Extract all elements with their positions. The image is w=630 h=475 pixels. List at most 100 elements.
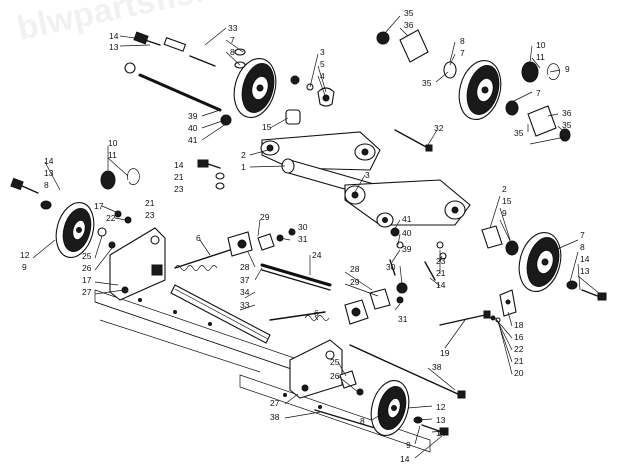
callout-15: 15	[262, 122, 272, 132]
top-right-bearing-10	[521, 61, 560, 83]
callout-39-right: 39	[402, 244, 412, 254]
spring-pack-lower-28-31	[369, 288, 404, 310]
callout-21-left: 21	[145, 198, 155, 208]
callout-8-right: 8	[460, 36, 465, 46]
callout-27-lower: 27	[270, 398, 280, 408]
callout-8-left: 8	[44, 180, 49, 190]
callout-14-right: 14	[436, 280, 446, 290]
upper-arm-2-right	[344, 179, 471, 228]
callout-13-lower: 13	[436, 415, 446, 425]
callout-29-lower: 29	[350, 277, 360, 287]
shaft-end-nut	[220, 114, 232, 126]
callout-14-bottom: 14	[400, 454, 410, 464]
spring-shaft-6-upper	[174, 231, 253, 271]
left-rail-bracket	[109, 227, 166, 301]
top-right-spacers	[505, 100, 571, 142]
callout-17-left-lower: 17	[82, 275, 92, 285]
leader-lines	[32, 15, 601, 459]
callout-11-right: 11	[536, 52, 545, 62]
callout-26-lower: 26	[330, 371, 340, 381]
long-shaft-39	[138, 73, 222, 112]
rail-holes	[138, 298, 322, 409]
callout-33-middle: 33	[240, 300, 250, 310]
callout-1: 1	[241, 162, 246, 172]
callout-36-right: 36	[562, 108, 572, 118]
callout-21-right: 21	[436, 268, 446, 278]
callout-35-top: 35	[404, 8, 414, 18]
callout-13: 13	[109, 42, 119, 52]
right-bracket-18	[499, 289, 517, 317]
callout-7-right-lower: 7	[536, 88, 541, 98]
rod-24-37	[260, 263, 332, 291]
left-bolt-14	[10, 177, 52, 210]
callout-35-mid: 35	[422, 78, 432, 88]
callout-12-lower: 12	[436, 402, 446, 412]
bushing-15	[285, 109, 301, 125]
callout-25-lower: 25	[330, 357, 340, 367]
callout-23-center: 23	[174, 184, 184, 194]
lower-rail-bracket	[289, 339, 343, 399]
right-bolt-14	[566, 280, 607, 301]
callout-13-right-wheel: 13	[580, 266, 590, 276]
callout-36-top: 36	[404, 20, 414, 30]
callout-33: 33	[228, 23, 238, 33]
callout-29-upper: 29	[260, 212, 270, 222]
top-right-idler-wheel	[458, 60, 502, 120]
callout-2-right: 2	[502, 184, 507, 194]
short-shaft	[189, 55, 216, 67]
lower-spacer-25-26	[339, 370, 364, 396]
callout-5: 5	[320, 59, 325, 69]
callout-9-right-mid: 9	[502, 208, 507, 218]
callout-21-right-lower: 21	[514, 356, 524, 366]
callout-38-lower: 38	[270, 412, 280, 422]
callout-30-upper: 30	[298, 222, 308, 232]
callout-40-right: 40	[402, 228, 412, 238]
callout-23-right: 23	[436, 256, 446, 266]
callout-4: 4	[320, 71, 325, 81]
top-right-bushings	[376, 29, 457, 79]
bolt-19	[439, 310, 491, 326]
callout-39: 39	[188, 111, 198, 121]
callout-35-lower: 35	[514, 128, 524, 138]
center-bolt-14-21-23	[197, 159, 225, 190]
callout-6-upper: 6	[196, 233, 201, 243]
callout-21-center: 21	[174, 172, 184, 182]
callout-30-right: 30	[386, 262, 396, 272]
callout-14-right-wheel: 14	[580, 254, 590, 264]
callout-17-left: 17	[94, 201, 104, 211]
callout-41-right: 41	[402, 214, 412, 224]
callout-31-upper: 31	[298, 234, 308, 244]
callout-7: 7	[230, 35, 235, 45]
callout-14-lower: 14	[436, 428, 446, 438]
top-left-idler-wheel	[233, 58, 277, 118]
upper-arm-1	[260, 131, 381, 171]
callout-7-right-wheel: 7	[580, 230, 585, 240]
spring-shaft-6-lower	[269, 299, 369, 325]
callout-34: 34	[240, 287, 250, 297]
callout-40: 40	[188, 123, 198, 133]
callout-7-right: 7	[460, 48, 465, 58]
long-shaft-33-34	[170, 284, 271, 344]
callout-24: 24	[312, 250, 322, 260]
callout-22-left: 22	[106, 213, 116, 223]
callout-28-lower: 28	[350, 264, 360, 274]
callout-2: 2	[241, 150, 246, 160]
callout-6-lower: 6	[314, 308, 319, 318]
callout-8-lower: 8	[360, 416, 365, 426]
right-idler-wheel	[518, 232, 562, 292]
callout-13-left: 13	[44, 168, 54, 178]
bolt-38-upper	[349, 344, 466, 399]
callout-15-right: 15	[502, 196, 512, 206]
watermark-text: blwpartsfish.com	[14, 0, 295, 48]
callout-32: 32	[434, 123, 444, 133]
callout-20: 20	[514, 368, 524, 378]
callout-11-left: 11	[108, 150, 117, 160]
callout-9-right: 9	[565, 64, 570, 74]
callout-14: 14	[109, 31, 119, 41]
callout-28-upper: 28	[240, 262, 250, 272]
top-left-washers	[234, 48, 246, 69]
slide-rail-frame	[94, 289, 431, 453]
left-idler-wheel	[55, 202, 95, 258]
callout-3: 3	[320, 47, 325, 57]
